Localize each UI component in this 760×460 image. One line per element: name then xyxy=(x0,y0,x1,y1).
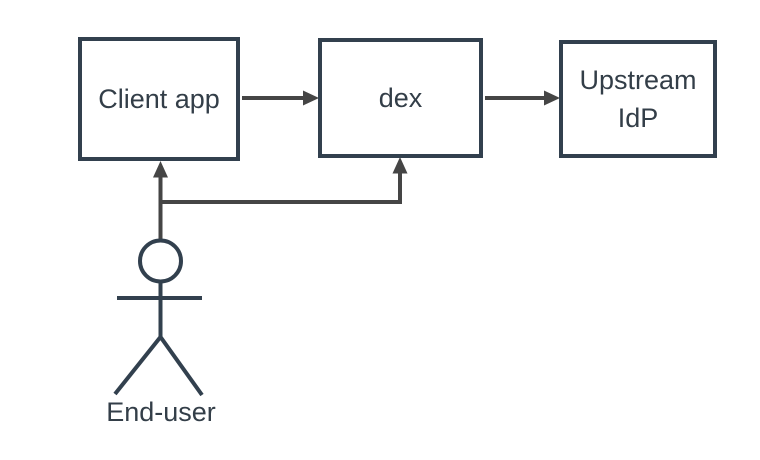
node-label: dex xyxy=(378,83,423,113)
arrowhead-icon xyxy=(544,90,560,106)
arrowhead-icon xyxy=(303,90,319,106)
edge-dex-to-upstream-idp xyxy=(485,90,560,106)
edge-end-user-to-dex xyxy=(160,157,408,204)
edge-line xyxy=(160,173,402,204)
arrowhead-icon xyxy=(392,157,408,174)
stick-figure-legs xyxy=(113,333,204,397)
node-label: Upstream IdP xyxy=(579,65,697,133)
node-client-app: Client app xyxy=(78,37,240,161)
edge-end-user-to-client-app xyxy=(153,161,168,240)
end-user-label: End-user xyxy=(106,397,216,427)
arrowhead-icon xyxy=(153,161,168,178)
end-user-figure xyxy=(113,238,204,397)
edge-client-app-to-dex xyxy=(242,90,319,106)
node-upstream-idp: Upstream IdP xyxy=(559,40,717,158)
node-label: Client app xyxy=(98,84,220,114)
stick-figure-head xyxy=(138,238,183,284)
node-dex: dex xyxy=(318,38,483,158)
